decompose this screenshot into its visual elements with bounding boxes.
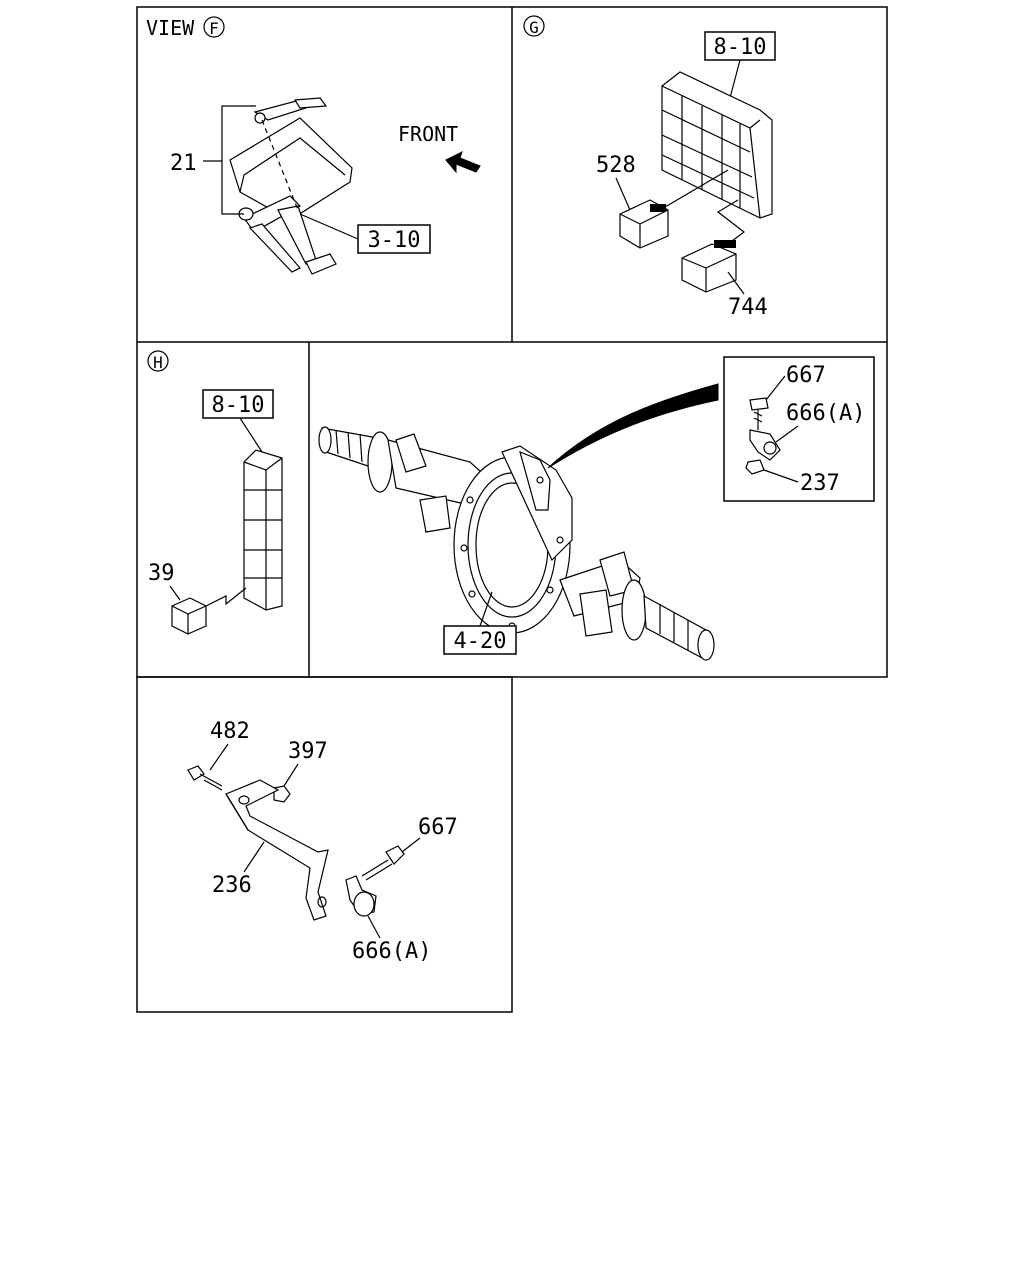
callout-528-leader: [615, 177, 631, 211]
callout-666a-bracket-leader: [367, 915, 381, 939]
detail-pointer: [547, 383, 719, 469]
callout-744: 744: [728, 295, 768, 320]
callout-236-leader: [243, 841, 265, 873]
relay-744: [681, 240, 737, 293]
bolt-667: [361, 845, 405, 881]
ref-8-10-g: 8-10: [714, 35, 767, 60]
view-g-mark: G: [529, 18, 539, 37]
callout-21-leader: [203, 105, 256, 215]
callout-39: 39: [148, 561, 175, 586]
callout-744-leader: [727, 271, 745, 295]
ref-8-10-h: 8-10: [212, 393, 265, 418]
view-f-title: VIEW: [146, 16, 195, 40]
view-f-mark: F: [209, 19, 219, 38]
callout-667-bracket-leader: [401, 837, 421, 853]
relay-block-h: [243, 449, 283, 611]
relay-39-guide: [205, 587, 247, 607]
callout-397: 397: [288, 739, 328, 764]
callout-666a-axle-leader: [775, 425, 799, 443]
callout-21: 21: [170, 151, 197, 176]
bolt-482: [187, 765, 223, 791]
ref-box-8-10-h: [202, 389, 274, 419]
ref-3-10: 3-10: [368, 228, 421, 253]
view-f-circle: [203, 16, 225, 38]
panel-view-f: VIEW F FRONT 21 3-10: [146, 16, 481, 275]
callout-667-bracket: 667: [418, 815, 458, 840]
panel-borders: [136, 6, 888, 1013]
view-h-circle: [147, 350, 169, 372]
view-h-mark: H: [153, 353, 163, 372]
callout-237-axle-leader: [763, 469, 799, 483]
callout-482: 482: [210, 719, 250, 744]
bracket-236: [225, 779, 329, 921]
ref-8-10-g-leader: [729, 59, 741, 99]
ref-box-8-10-g: [704, 31, 776, 61]
ref-4-20-leader: [479, 591, 493, 627]
front-label: FRONT: [398, 122, 458, 146]
callout-39-leader: [169, 585, 181, 601]
axle-housing: [318, 426, 715, 661]
callout-666a-bracket: 666(A): [352, 939, 431, 964]
pedal-assembly: [229, 97, 353, 275]
panel-bracket: 482 397 236 667 666: [187, 719, 458, 964]
relay-block: [661, 71, 773, 219]
relay-528-guide: [659, 169, 729, 211]
panel-view-g: G 8-10 528: [523, 15, 776, 320]
ref-box-3-10: [357, 224, 431, 254]
ref-3-10-leader: [299, 213, 359, 240]
relay-744-guide: [716, 199, 745, 245]
callout-482-leader: [209, 743, 229, 771]
clamp-666a: [345, 875, 377, 917]
detail-clamp-assembly: [745, 397, 781, 475]
callout-666a-axle: 666(A): [786, 401, 865, 426]
ref-4-20: 4-20: [454, 629, 507, 654]
callout-236: 236: [212, 873, 252, 898]
front-arrow-icon: [445, 151, 481, 174]
panel-view-h: H 8-10 39: [147, 350, 283, 635]
ref-8-10-h-leader: [239, 417, 263, 453]
panel-axle: 667 666(A) 237 4-20: [318, 356, 875, 661]
relay-528: [619, 199, 669, 249]
callout-397-leader: [283, 763, 299, 787]
relay-39: [171, 597, 207, 635]
view-g-circle: [523, 15, 545, 37]
callout-667-axle: 667: [786, 363, 826, 388]
detail-box: [723, 356, 875, 502]
callout-528: 528: [596, 153, 636, 178]
nut-397: [273, 785, 291, 803]
callout-237-axle: 237: [800, 471, 840, 496]
callout-667-axle-leader: [765, 375, 786, 401]
